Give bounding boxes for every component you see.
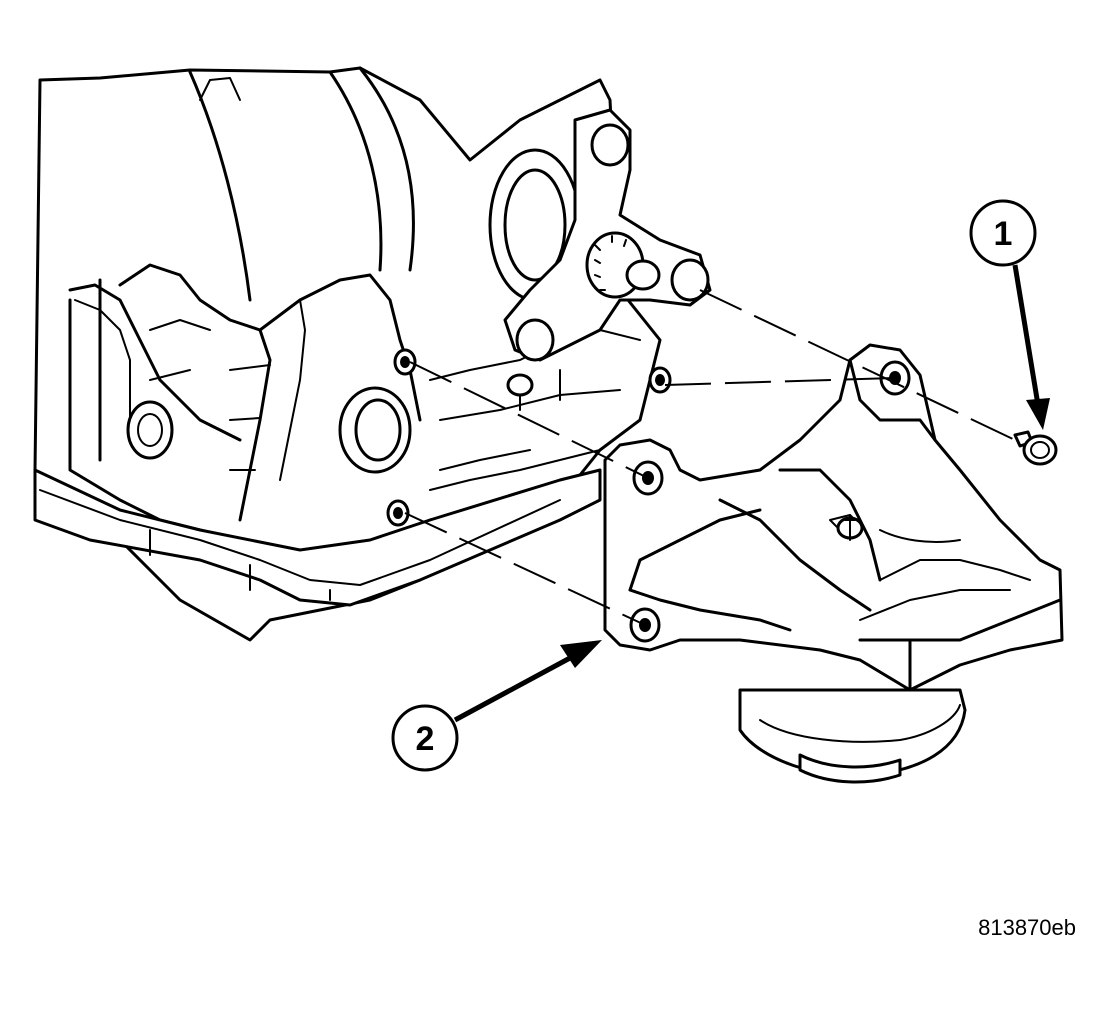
callout-2: 2: [391, 640, 602, 772]
callout-1-label: 1: [994, 215, 1013, 253]
figure-id: 813870eb: [978, 915, 1076, 940]
alignment-lines: [404, 289, 1016, 626]
output-flange: [488, 108, 712, 362]
bolt: [1013, 430, 1058, 466]
mount-bracket: [603, 343, 1064, 784]
callout-2-label: 2: [416, 720, 435, 758]
callout-1: 1: [969, 199, 1050, 430]
